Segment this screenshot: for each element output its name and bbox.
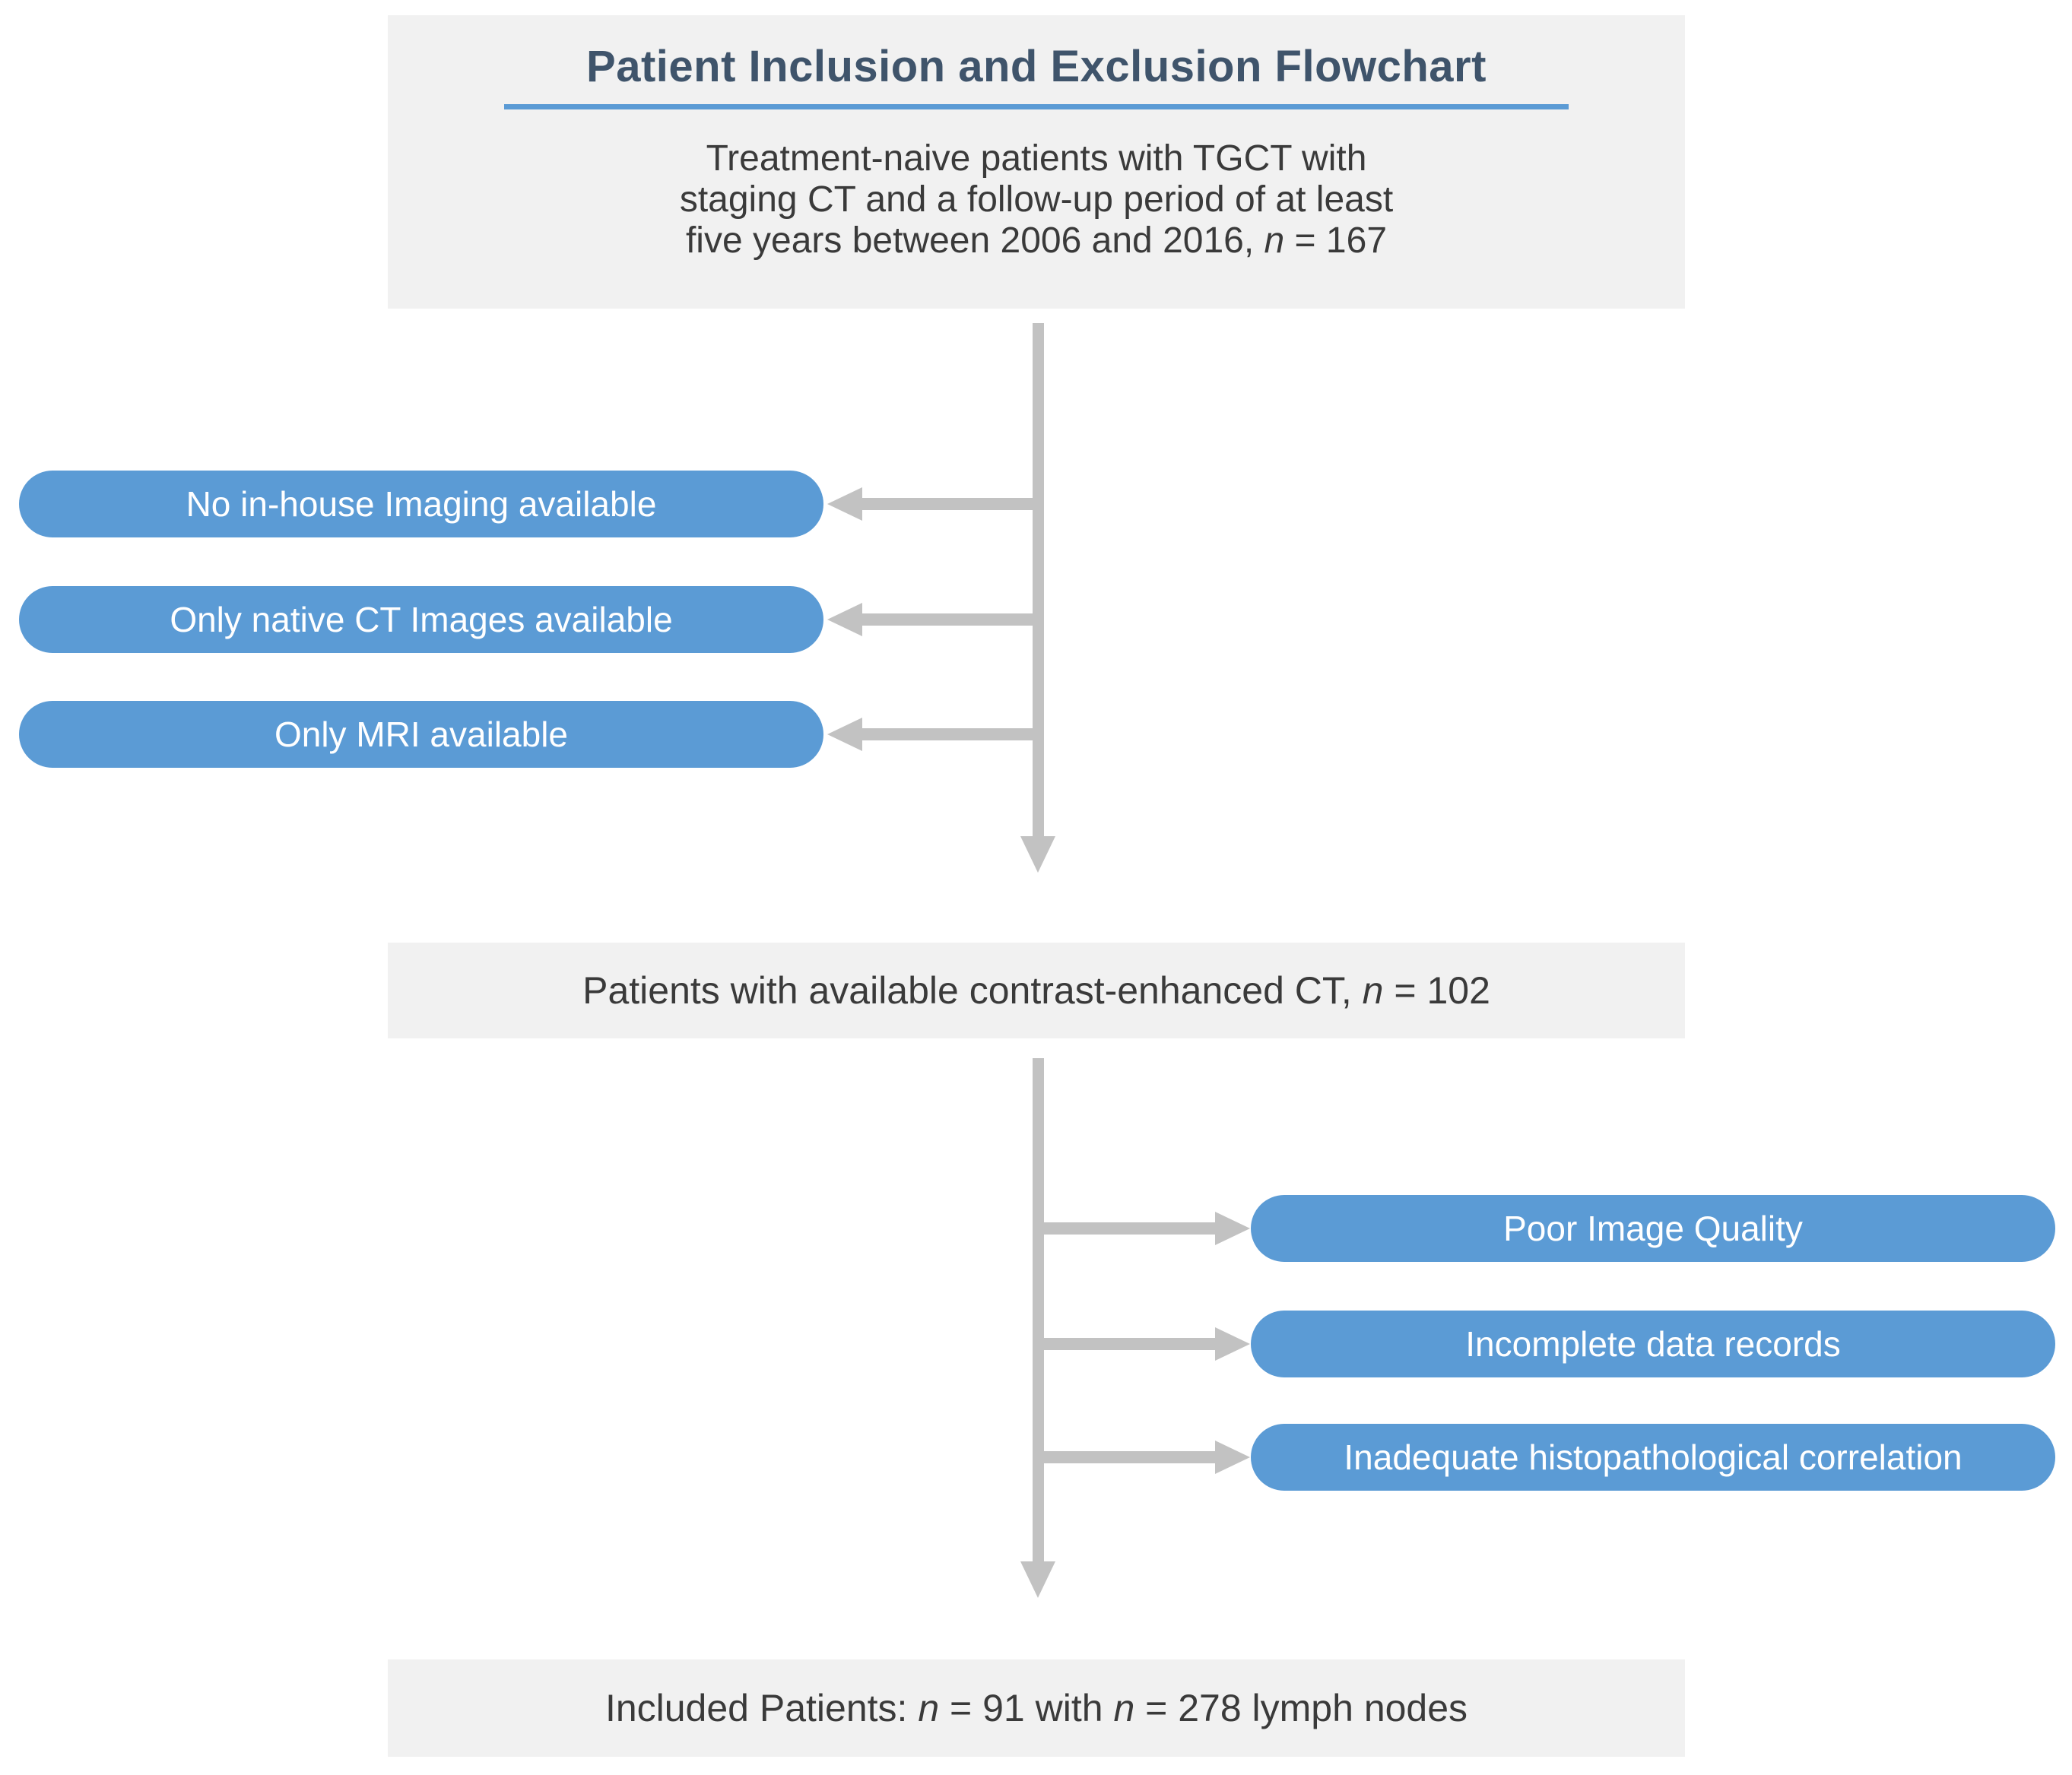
right-arrowhead-3 xyxy=(1215,1441,1250,1474)
included-patients-box: Included Patients: n = 91 with n = 278 l… xyxy=(388,1659,1685,1757)
exclusion-pill-inadequate-histopathological-correlation: Inadequate histopathological correlation xyxy=(1251,1424,2055,1491)
inclusion-criteria-box: Patient Inclusion and Exclusion Flowchar… xyxy=(388,15,1685,309)
right-branch-shaft-3 xyxy=(1034,1451,1215,1463)
contrast-ct-cohort-box: Patients with available contrast-enhance… xyxy=(388,943,1685,1038)
criteria-line-2: staging CT and a follow-up period of at … xyxy=(679,179,1394,220)
left-branch-shaft-2 xyxy=(861,613,1039,626)
left-arrowhead-3 xyxy=(827,718,862,751)
exclusion-pill-no-inhouse-imaging: No in-house Imaging available xyxy=(19,471,823,537)
contrast-ct-cohort-text: Patients with available contrast-enhance… xyxy=(582,969,1490,1012)
left-branch-shaft-3 xyxy=(861,728,1039,740)
down-arrow-bottom-shaft xyxy=(1033,1058,1044,1561)
inclusion-criteria-text: Treatment-naive patients with TGCT with … xyxy=(388,138,1685,261)
exclusion-pill-only-native-ct: Only native CT Images available xyxy=(19,586,823,653)
right-arrowhead-2 xyxy=(1215,1327,1250,1361)
exclusion-pill-poor-image-quality: Poor Image Quality xyxy=(1251,1195,2055,1262)
left-arrowhead-2 xyxy=(827,603,862,636)
criteria-line-1: Treatment-naive patients with TGCT with xyxy=(706,138,1367,179)
exclusion-pill-incomplete-data-records: Incomplete data records xyxy=(1251,1311,2055,1377)
right-branch-shaft-2 xyxy=(1034,1338,1215,1350)
right-branch-shaft-1 xyxy=(1034,1222,1215,1235)
left-branch-shaft-1 xyxy=(861,498,1039,510)
exclusion-pill-only-mri: Only MRI available xyxy=(19,701,823,768)
title-underline xyxy=(504,104,1569,109)
right-arrowhead-1 xyxy=(1215,1212,1250,1245)
included-patients-text: Included Patients: n = 91 with n = 278 l… xyxy=(604,1687,1468,1729)
down-arrow-top-shaft xyxy=(1033,323,1044,838)
flowchart-title: Patient Inclusion and Exclusion Flowchar… xyxy=(586,42,1487,91)
down-arrowhead-bottom xyxy=(1020,1561,1055,1598)
left-arrowhead-1 xyxy=(827,487,862,521)
down-arrowhead-top xyxy=(1020,836,1055,873)
criteria-line-3: five years between 2006 and 2016, n = 16… xyxy=(685,220,1388,261)
